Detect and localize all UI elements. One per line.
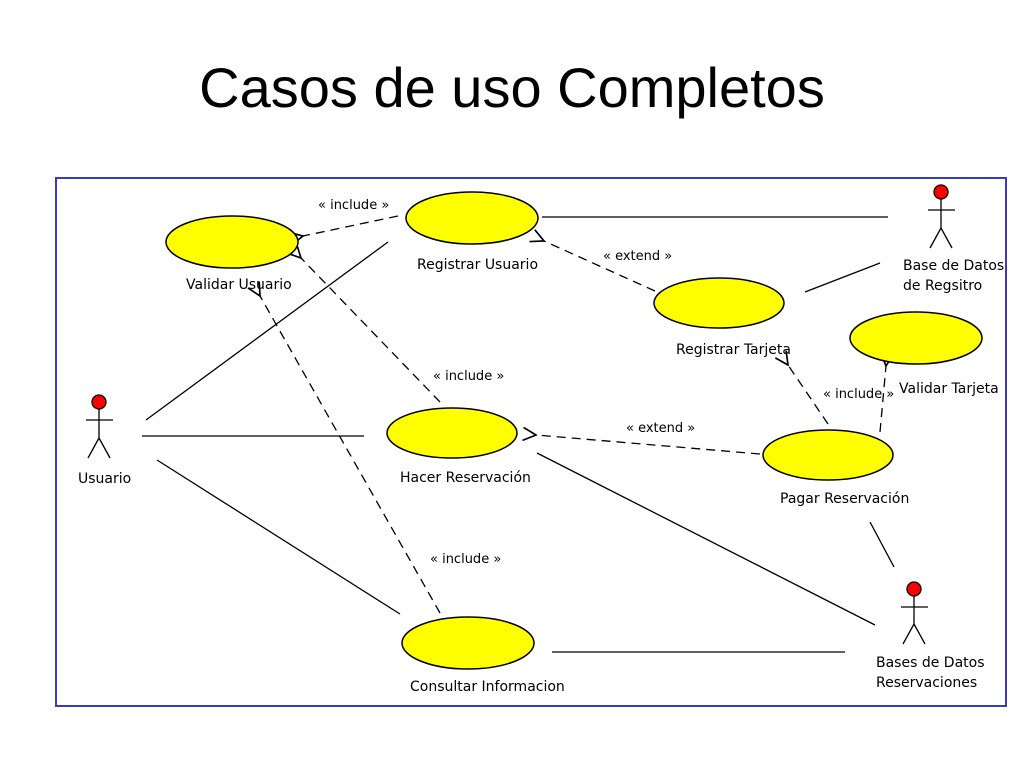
actor-bd-reservaciones — [901, 581, 928, 645]
include-registrar-validar — [303, 215, 399, 236]
slide-title: Casos de uso Completos — [199, 56, 825, 119]
actor-head-icon — [933, 184, 949, 200]
assoc-usuario-registrar — [145, 241, 389, 421]
assoc-tarjeta-bdreg — [804, 262, 881, 293]
actor-bd-registro-label: Base de Datos — [903, 258, 1004, 274]
extend-label: « extend » — [603, 249, 672, 264]
actor-bd-reservaciones-label: Bases de Datos — [876, 655, 985, 671]
extend-label: « extend » — [626, 421, 695, 436]
usecase-hacer-reservacion — [386, 407, 518, 459]
actor-bd-registro-label-2: de Regsitro — [903, 278, 982, 294]
usecase-validar-usuario — [165, 215, 299, 269]
include-label: « include » — [430, 552, 501, 567]
usecase-registrar-tarjeta-label: Registrar Tarjeta — [676, 342, 791, 358]
actor-bd-registro — [928, 184, 955, 249]
usecase-registrar-usuario-label: Registrar Usuario — [417, 257, 538, 273]
include-label: « include » — [823, 387, 894, 402]
usecase-validar-tarjeta-label: Validar Tarjeta — [899, 381, 999, 397]
include-pagar-validartarjeta — [879, 366, 886, 433]
include-label: « include » — [433, 369, 504, 384]
usecase-validar-tarjeta — [849, 311, 983, 365]
assoc-pagar-bdres — [869, 521, 895, 568]
usecase-registrar-usuario — [405, 191, 539, 245]
assoc-hacer-bdres — [536, 452, 876, 626]
actor-head-icon — [91, 394, 107, 410]
usecase-consultar-informacion-label: Consultar Informacion — [410, 679, 565, 695]
include-label: « include » — [318, 198, 389, 213]
usecase-pagar-reservacion — [762, 429, 894, 481]
usecase-pagar-reservacion-label: Pagar Reservación — [780, 491, 909, 507]
usecase-registrar-tarjeta — [653, 277, 785, 329]
usecase-validar-usuario-label: Validar Usuario — [186, 277, 292, 293]
actor-usuario — [86, 394, 113, 459]
include-pagar-tarjeta — [788, 365, 829, 425]
assoc-usuario-consultar — [156, 459, 401, 615]
actor-usuario-label: Usuario — [78, 471, 131, 487]
usecase-consultar-informacion — [401, 616, 535, 670]
actor-head-icon — [906, 581, 922, 597]
extend-tarjeta-registrar — [544, 241, 656, 292]
include-consultar-validar — [260, 296, 441, 614]
include-hacer-validar — [301, 258, 441, 403]
actor-bd-reservaciones-label-2: Reservaciones — [876, 675, 977, 691]
usecase-hacer-reservacion-label: Hacer Reservación — [400, 470, 531, 486]
extend-pagar-hacer — [536, 435, 761, 455]
